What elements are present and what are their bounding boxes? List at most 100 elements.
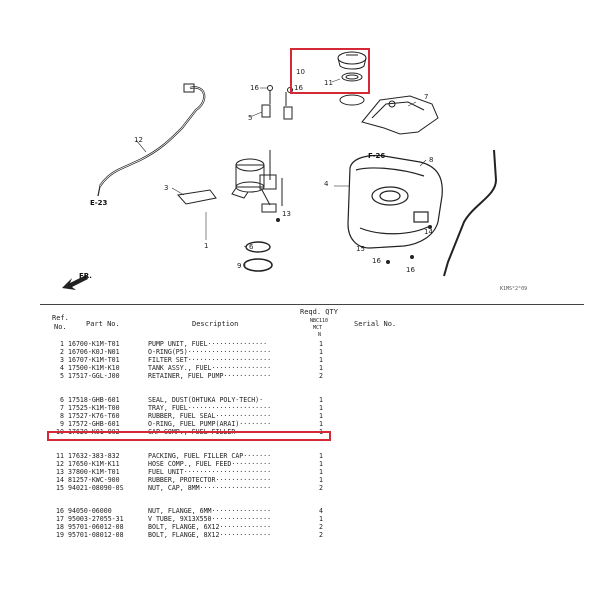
description-cell: BOLT, FLANGE, 8X12·············: [148, 531, 272, 539]
qty-cell: 4: [319, 507, 323, 515]
ref-cell: 13: [56, 468, 64, 476]
table-divider: [40, 304, 584, 305]
part-no-cell: 17650-K1M-K11: [68, 460, 120, 468]
ref-cell: 4: [60, 364, 64, 372]
callout-16-c: 16: [372, 257, 381, 265]
qty-cell: 1: [319, 420, 323, 428]
callout-15: 15: [356, 245, 365, 253]
description-cell: O-RING(P5)·····················: [148, 348, 272, 356]
qty-cell: 1: [319, 460, 323, 468]
fuel-tray-part: [361, 95, 439, 135]
hose-connector: [183, 83, 195, 93]
ref-cell: 9: [60, 420, 64, 428]
callout-e23: E-23: [90, 199, 108, 207]
ref-cell: 12: [56, 460, 64, 468]
part-no-cell: 94021-08090-0S: [68, 484, 124, 492]
qty-cell: 1: [319, 412, 323, 420]
qty-cell: 2: [319, 372, 323, 380]
description-cell: NUT, CAP, 8MM··················: [148, 484, 272, 492]
ref-cell: 8: [60, 412, 64, 420]
qty-cell: 2: [319, 484, 323, 492]
callout-9: 9: [237, 262, 241, 270]
callout-12: 12: [134, 136, 143, 144]
callout-1: 1: [204, 242, 208, 250]
ref-cell: 15: [56, 484, 64, 492]
qty-cell: 1: [319, 340, 323, 348]
qty-cell: 1: [319, 364, 323, 372]
ref-cell: 16: [56, 507, 64, 515]
part-no-cell: 16707-K1M-T01: [68, 356, 120, 364]
description-cell: BOLT, FLANGE, 6X12·············: [148, 523, 272, 531]
callout-16-b: 16: [294, 84, 303, 92]
qty-cell: 1: [319, 476, 323, 484]
header-reqd-qty: Reqd. QTY: [300, 308, 338, 316]
callout-4: 4: [324, 180, 329, 188]
header-model-sub2: N: [318, 332, 322, 338]
part-no-cell: 17500-K1M-K10: [68, 364, 120, 372]
exploded-parts-diagram: 3 1 4 5 6 7 8 9 10 11 12 13 14 15 16 16 …: [62, 51, 498, 290]
description-cell: O-RING, FUEL PUMP(ARAI)········: [148, 420, 272, 428]
qty-cell: 1: [319, 356, 323, 364]
fuel-tank-assembly: [347, 154, 443, 249]
callout-14: 14: [424, 228, 433, 236]
part-no-cell: 16706-K0J-N01: [68, 348, 120, 356]
figure-code: K1MS°2°09: [500, 286, 528, 292]
callout-fr: FR.: [79, 272, 92, 280]
description-cell: SEAL, DUST(OHTUKA POLY-TECH)·: [148, 396, 264, 404]
part-no-cell: 94050-06000: [68, 507, 112, 515]
callout-13: 13: [282, 210, 291, 218]
ref-cell: 1: [60, 340, 64, 348]
callout-11: 11: [324, 79, 333, 87]
callout-6: 6: [249, 243, 254, 251]
part-no-cell: 17572-GHB-601: [68, 420, 120, 428]
highlight-box-row-10: [47, 431, 331, 441]
header-ref-no: No.: [54, 323, 67, 331]
ref-cell: 19: [56, 531, 64, 539]
description-cell: RUBBER, PROTECTOR··············: [148, 476, 272, 484]
description-cell: NUT, FLANGE, 6MM···············: [148, 507, 272, 515]
callout-10: 10: [296, 68, 305, 76]
part-no-cell: 95701-06012-08: [68, 523, 124, 531]
part-no-cell: 95003-27055-31: [68, 515, 124, 523]
callout-leaders: [135, 78, 427, 266]
description-cell: RETAINER, FUEL PUMP············: [148, 372, 272, 380]
ref-cell: 6: [60, 396, 64, 404]
qty-cell: 1: [319, 515, 323, 523]
description-cell: V TUBE, 9X13X550···············: [148, 515, 272, 523]
description-cell: PACKING, FUEL FILLER CAP·······: [148, 452, 272, 460]
ref-cell: 3: [60, 356, 64, 364]
ref-cell: 14: [56, 476, 64, 484]
part-no-cell: 17517-GGL-J00: [68, 372, 120, 380]
description-cell: FUEL UNIT······················: [148, 468, 272, 476]
retainer-brackets: [261, 85, 293, 120]
part-no-cell: 17527-K76-T60: [68, 412, 120, 420]
fastener-markers: [276, 218, 432, 264]
callout-f26: F-26: [368, 152, 385, 160]
header-model-sub: MCT: [313, 325, 323, 331]
retainer-ring: [243, 258, 273, 272]
front-arrow-icon: [62, 275, 88, 290]
ref-cell: 17: [56, 515, 64, 523]
description-cell: RUBBER, FUEL SEAL··············: [148, 412, 272, 420]
callout-3: 3: [164, 184, 168, 192]
callout-5: 5: [248, 114, 252, 122]
qty-cell: 1: [319, 396, 323, 404]
callout-8: 8: [429, 156, 433, 164]
ref-cell: 7: [60, 404, 64, 412]
callout-7: 7: [424, 93, 428, 101]
fuel-pump-unit: [177, 150, 283, 213]
description-cell: TANK ASSY., FUEL···············: [148, 364, 272, 372]
part-no-cell: 81257-KWC-900: [68, 476, 120, 484]
ref-cell: 18: [56, 523, 64, 531]
qty-cell: 1: [319, 348, 323, 356]
qty-cell: 2: [319, 523, 323, 531]
ref-cell: 2: [60, 348, 64, 356]
header-part-no: Part No.: [86, 320, 120, 328]
ref-cell: 11: [56, 452, 64, 460]
fuel-filler-cap-part: [337, 51, 367, 106]
callout-16-a: 16: [250, 84, 259, 92]
part-no-cell: 16700-K1M-T01: [68, 340, 120, 348]
part-no-cell: 17525-K1M-T00: [68, 404, 120, 412]
v-tube: [443, 149, 498, 277]
header-description: Description: [192, 320, 239, 328]
